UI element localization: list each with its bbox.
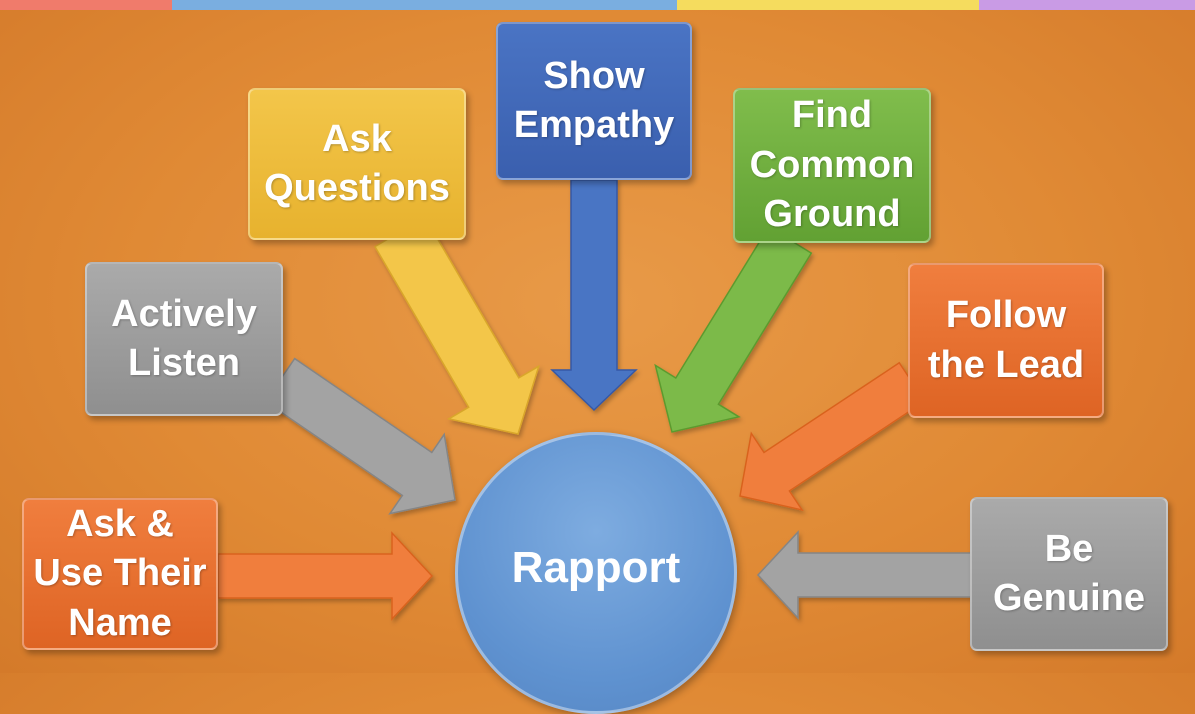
node-actively-listen: Actively Listen: [85, 262, 283, 416]
arrows-layer: [217, 179, 973, 621]
node-ask-use-their-name-line-2: Use Their: [33, 552, 207, 595]
node-ask-use-their-name-line-3: Name: [68, 601, 172, 644]
node-show-empathy-line-1: Show: [543, 54, 645, 97]
node-be-genuine-line-1: Be: [1044, 527, 1094, 570]
arrow-follow-the-lead: [739, 361, 926, 512]
arrow-be-genuine: [756, 530, 973, 620]
node-ask-questions-line-1: Ask: [322, 117, 392, 160]
node-show-empathy: Show Empathy: [496, 22, 692, 180]
center-circle-rapport: Rapport: [455, 432, 737, 714]
node-ask-questions-line-2: Questions: [264, 167, 450, 209]
center-label: Rapport: [511, 543, 681, 592]
node-find-common-ground-line-3: Ground: [763, 193, 901, 236]
node-follow-the-lead-line-2: the Lead: [927, 343, 1085, 386]
node-find-common-ground-line-1: Find: [791, 94, 873, 137]
arrow-show-empathy: [550, 179, 638, 412]
node-ask-questions: Ask Questions: [248, 88, 466, 240]
node-be-genuine: Be Genuine: [970, 497, 1168, 651]
node-ask-use-their-name: Ask & Use Their Name: [22, 498, 218, 650]
node-ask-use-their-name-line-1: Ask &: [66, 502, 174, 545]
node-find-common-ground-line-2: Common: [749, 143, 915, 186]
node-follow-the-lead: Follow the Lead: [908, 263, 1104, 418]
node-actively-listen-line-2: Listen: [128, 342, 240, 384]
arrow-ask-questions: [373, 216, 540, 435]
node-be-genuine-line-2: Genuine: [992, 577, 1146, 619]
node-follow-the-lead-line-1: Follow: [945, 294, 1067, 337]
node-show-empathy-line-2: Empathy: [513, 104, 675, 146]
top-stripe-red: [0, 0, 172, 10]
arrow-ask-use-their-name: [217, 531, 434, 621]
arrow-find-common-ground: [654, 225, 813, 433]
top-stripe-blue: [172, 0, 677, 10]
top-stripe-yellow: [677, 0, 979, 10]
node-find-common-ground: Find Common Ground: [733, 88, 931, 243]
node-actively-listen-line-1: Actively: [111, 292, 257, 335]
top-stripe-purple: [979, 0, 1195, 10]
arrow-actively-listen: [264, 357, 456, 515]
